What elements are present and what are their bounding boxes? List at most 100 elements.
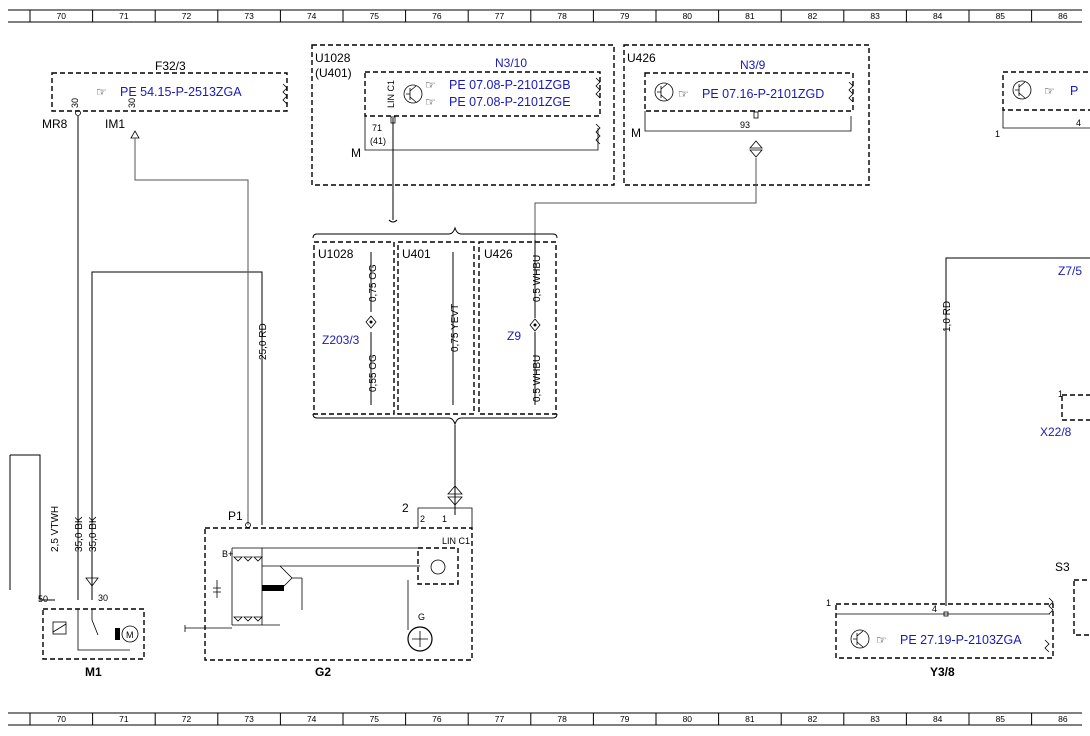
conn-u401-label: U401 [402, 247, 431, 261]
column-number: 86 [1058, 11, 1068, 21]
n3-10-ref2-link[interactable]: PE 07.08-P-2101ZGE [449, 95, 571, 109]
u1028-pin-71: 71 [372, 123, 382, 133]
resistor-icon [595, 77, 601, 99]
n3-10-label: N3/10 [495, 56, 527, 70]
resistor-icon [595, 123, 601, 145]
g2-pin-b: 1 [442, 514, 447, 524]
y3-8-ref-link[interactable]: PE 27.19-P-2103ZGA [900, 633, 1022, 647]
column-number: 72 [182, 11, 192, 21]
y3-8-box [835, 603, 1054, 659]
generator-icon [407, 626, 433, 652]
column-number: 85 [996, 714, 1006, 724]
z9-label: Z9 [507, 329, 521, 343]
m1-wire-bk2: 35,0 BK [88, 516, 99, 552]
transistor-icon [654, 82, 674, 102]
splice-icon [365, 315, 377, 329]
terminal-icon [75, 110, 81, 116]
g2-pin2-label: 2 [402, 501, 409, 515]
transistor-icon [850, 629, 870, 649]
y3-8-pin1: 1 [826, 598, 831, 608]
m1-wire-bk1: 35,0 BK [74, 516, 85, 552]
conn-u1028-wire-top: 0,75 OG [368, 264, 379, 302]
connector-arrow-icon [85, 577, 99, 587]
column-number: 73 [244, 714, 254, 724]
conn-u1028-box [313, 241, 395, 415]
z7-5-label: Z7/5 [1058, 264, 1082, 278]
column-number: 79 [620, 714, 630, 724]
pointing-hand-icon: ☞ [425, 95, 436, 109]
component-x22-8: 1 X22/8 [1040, 389, 1090, 439]
n3-10-ref1-link[interactable]: PE 07.08-P-2101ZGB [449, 78, 571, 92]
connector-arrow-icon [447, 485, 463, 506]
m1-motor-label: M [126, 630, 134, 640]
connector-arrow-icon [130, 130, 140, 139]
g2-p1-label: P1 [228, 509, 243, 523]
resistor-icon [282, 83, 288, 105]
n3-9-ref-link[interactable]: PE 07.16-P-2101ZGD [702, 87, 824, 101]
regulator-box [417, 547, 459, 585]
u401-alt-label: (U401) [315, 66, 352, 80]
y3-8-pin4: 4 [932, 604, 937, 614]
column-number: 83 [870, 11, 880, 21]
column-number: 81 [745, 11, 755, 21]
motor-icon [121, 625, 139, 643]
transistor-icon [1012, 80, 1032, 100]
conn-u401-box [397, 241, 475, 415]
column-number: 86 [1058, 714, 1068, 724]
component-m1: 2,5 VTWH 35,0 BK 35,0 BK 50 30 M M1 [38, 506, 145, 679]
component-u426-top: U426 N3/9 ☞ PE 07.16-P-2101ZGD M 93 [623, 44, 870, 186]
conn-u426-box [478, 241, 557, 415]
wire-25rd-label: 25,0 RD [258, 323, 269, 360]
pointing-hand-icon: ☞ [425, 78, 436, 92]
u1028-top-box [311, 44, 615, 186]
f32-3-ref-link[interactable]: PE 54.15-P-2513ZGA [120, 85, 242, 99]
pointing-hand-icon: ☞ [876, 633, 887, 647]
im1-label: IM1 [105, 117, 125, 131]
conn-u426-label: U426 [484, 247, 513, 261]
column-number: 79 [620, 11, 630, 21]
g2-box [204, 527, 473, 661]
component-f32-3: F32/3 ☞ PE 54.15-P-2513ZGA 30 30 MR8 IM1 [42, 59, 288, 139]
transistor-icon [403, 84, 423, 104]
column-number: 75 [370, 714, 380, 724]
column-number: 78 [557, 714, 567, 724]
n3-10-box [364, 71, 601, 117]
pointing-hand-icon: ☞ [1044, 84, 1055, 98]
column-number: 84 [933, 714, 943, 724]
wire-1rd-label: 1,0 RD [942, 301, 953, 332]
column-number: 76 [432, 11, 442, 21]
column-number: 70 [57, 11, 67, 21]
splice-icon [529, 318, 541, 332]
x22-8-pin: 1 [1058, 389, 1063, 399]
y3-8-label: Y3/8 [930, 665, 955, 679]
m1-box [42, 608, 145, 660]
column-number: 73 [244, 11, 254, 21]
column-number: 82 [808, 714, 818, 724]
wire-bk-2-rd [91, 271, 263, 600]
n3-9-box [644, 72, 854, 112]
connector-region: U1028 0,75 OG Z203/3 0,55 OG U401 0,75 Y… [312, 226, 558, 426]
g2-bplus-label: B+ [222, 549, 233, 559]
column-number: 74 [307, 714, 317, 724]
relay-coil-icon [52, 621, 67, 635]
column-number: 76 [432, 714, 442, 724]
column-number: 83 [870, 714, 880, 724]
conn-u401-wire: 0,75 YEVT [450, 304, 461, 352]
right-top-ref[interactable]: P [1070, 84, 1078, 98]
u1028-top-label: U1028 [315, 51, 351, 65]
right-top-pin4: 4 [1076, 118, 1081, 128]
wire-im1 [134, 138, 249, 525]
column-number: 71 [119, 11, 129, 21]
u426-top-box [623, 44, 870, 186]
f32-3-label: F32/3 [155, 59, 186, 73]
conn-u1028-wire-bottom: 0,55 OG [368, 354, 379, 392]
m1-label: M1 [85, 665, 102, 679]
conn-u426-wire-top: 0,5 WHBU [532, 255, 543, 302]
pointing-hand-icon: ☞ [96, 85, 107, 99]
u1028-pin-41: (41) [370, 136, 386, 146]
u426-ground-label: M [631, 126, 641, 140]
column-number: 71 [119, 714, 129, 724]
s3-label: S3 [1055, 560, 1070, 574]
